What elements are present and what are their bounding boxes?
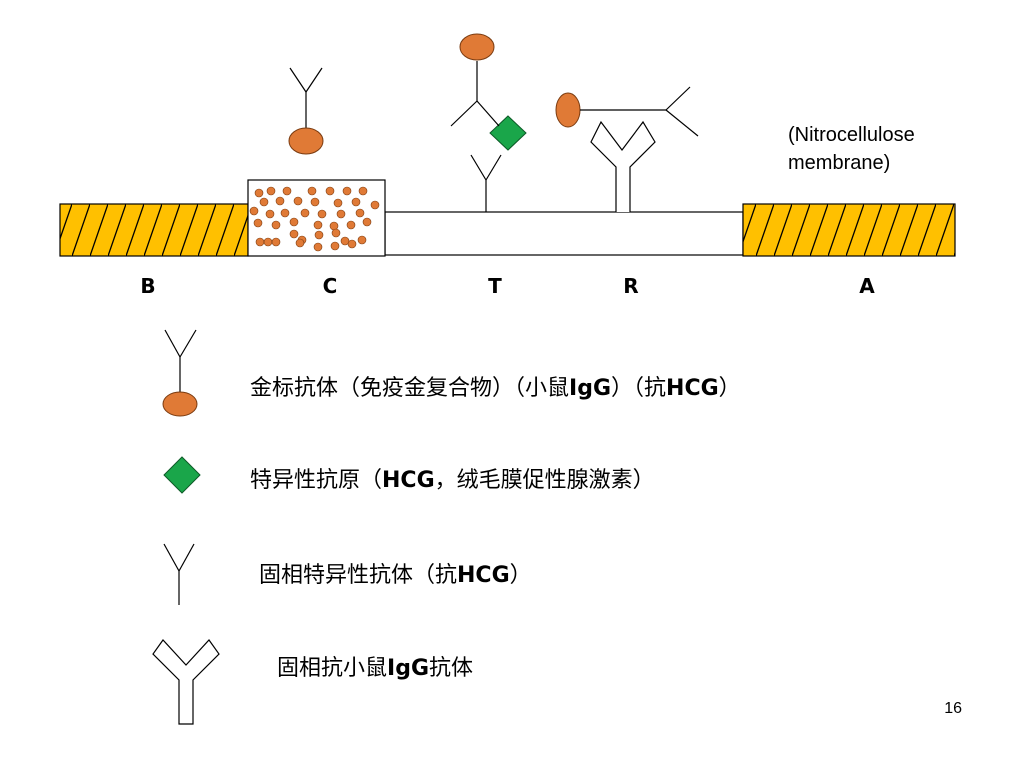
legend-capture-antibody-text: 固相特异性抗体（抗HCG）	[259, 563, 532, 588]
legend-antigen-text: 特异性抗原（HCG，绒毛膜促性腺激素）	[250, 468, 655, 493]
gold-conjugate-icon	[288, 67, 324, 155]
zone-label-a: A	[859, 274, 875, 298]
zone-label-t: T	[488, 274, 502, 298]
legend-control-antibody-text: 固相抗小鼠IgG抗体	[277, 656, 474, 681]
membrane-annotation-line1: (Nitrocellulose	[788, 124, 915, 146]
sample-pad-b	[59, 203, 249, 257]
membrane-annotation: (Nitrocellulose membrane)	[788, 121, 915, 177]
nitrocellulose-membrane	[384, 211, 744, 256]
legend-antigen-icon	[163, 456, 201, 494]
zone-label-r: R	[623, 274, 639, 298]
zone-label-c: C	[322, 274, 338, 298]
legend-anti-mouse-antibody-icon	[152, 639, 220, 725]
test-line-sandwich	[450, 33, 527, 212]
control-line-complex	[555, 86, 699, 212]
legend-gold-conjugate-text: 金标抗体（免疫金复合物）（小鼠IgG）（抗HCG）	[250, 376, 741, 401]
zone-label-b: B	[140, 274, 156, 298]
membrane-annotation-line2: membrane)	[788, 152, 891, 174]
page-number: 16	[944, 700, 962, 717]
gold-particles	[249, 186, 380, 252]
legend-capture-antibody-icon	[163, 543, 195, 605]
legend-gold-conjugate-icon	[162, 329, 198, 417]
absorbent-pad-a	[742, 203, 956, 257]
